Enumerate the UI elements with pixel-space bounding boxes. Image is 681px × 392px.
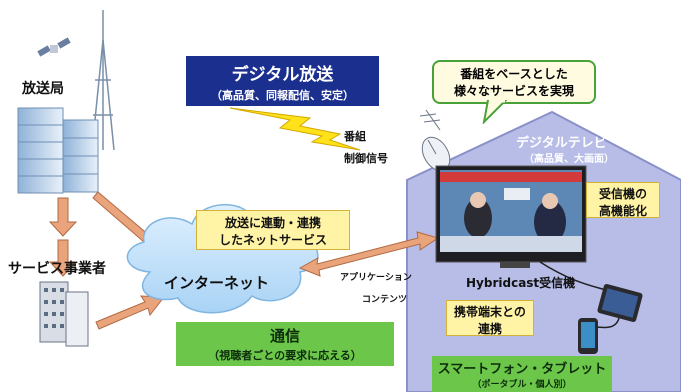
tv-presenter-right — [534, 200, 566, 244]
callout-pointer-icon — [482, 100, 508, 124]
communication-box: 通信 （視聴者ごとの要求に応える） — [176, 322, 394, 366]
internet-label: インターネット — [164, 274, 270, 292]
roof-antenna-icon — [419, 109, 441, 131]
digital-broadcast-subtitle: （高品質、同報配信、安定） — [211, 89, 354, 102]
net-service-line2: したネットサービス — [218, 233, 327, 247]
lightning-signal-icon — [229, 107, 361, 151]
broadcaster-label: 放送局 — [22, 81, 64, 97]
receiver-function-line2: 高機能化 — [598, 204, 647, 218]
digital-broadcast-title: デジタル放送 — [231, 65, 334, 85]
receiver-function-box: 受信機の 高機能化 — [586, 182, 660, 218]
smartphone-box: スマートフォン・タブレット （ポータブル・個人別） — [432, 356, 612, 392]
signal-control-label: 制御信号 — [344, 152, 388, 165]
tv-presenter-left — [464, 198, 492, 238]
digital-tv-subtitle: （高品質、大画面） — [524, 154, 614, 165]
callout-line1: 番組をベースとした — [460, 67, 568, 81]
communication-subtitle: （視聴者ごとの要求に応える） — [208, 349, 362, 362]
smartphone-title: スマートフォン・タブレット — [437, 362, 607, 377]
digital-broadcast-box: デジタル放送 （高品質、同報配信、安定） — [186, 56, 379, 106]
arrow-broadcaster-to-provider-icon — [48, 197, 78, 237]
services-callout: 番組をベースとした 様々なサービスを実現 — [432, 60, 596, 104]
communication-title: 通信 — [269, 327, 300, 345]
satellite-icon — [37, 37, 71, 57]
signal-program-label: 番組 — [344, 130, 366, 143]
contents-label: コンテンツ — [362, 295, 408, 305]
hybridcast-label: Hybridcast受信機 — [466, 276, 576, 290]
arrow-provider-to-internet-icon — [95, 295, 165, 330]
mobile-link-line2: 連携 — [477, 322, 502, 336]
callout-line2: 様々なサービスを実現 — [453, 84, 574, 98]
smartphone-subtitle: （ポータブル・個人別） — [472, 380, 572, 390]
service-provider-label: サービス事業者 — [8, 261, 106, 277]
broadcaster-building-icon — [17, 107, 99, 194]
digital-tv-title: デジタルテレビ — [516, 136, 607, 151]
app-label: アプリケーション — [340, 273, 412, 283]
arrow-provider-down-icon — [48, 239, 78, 277]
receiver-function-line1: 受信機の — [598, 187, 647, 201]
net-service-box: 放送に連動・連携 したネットサービス — [196, 210, 350, 250]
mobile-link-box: 携帯端末との 連携 — [446, 300, 534, 336]
mobile-link-line1: 携帯端末との — [454, 305, 526, 319]
service-provider-building-icon — [39, 281, 89, 347]
net-service-line1: 放送に連動・連携 — [224, 216, 321, 230]
